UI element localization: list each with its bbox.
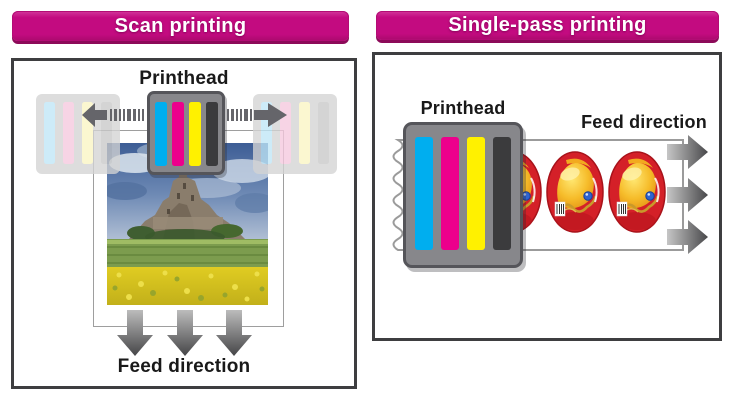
ink-bar-yellow — [467, 137, 485, 250]
ghost-ink-bar-black — [318, 102, 329, 164]
ghost-ink-bar-cyan — [44, 102, 55, 164]
scan-arrows-overlay — [82, 103, 287, 356]
printhead-ghost-right — [253, 94, 337, 174]
ink-bar-yellow — [188, 102, 201, 166]
printhead-scan — [147, 91, 225, 175]
feed-down-arrow-icon — [216, 310, 252, 356]
feed-direction-label: Feed direction — [117, 356, 251, 377]
feed-down-arrow-icon — [167, 310, 203, 356]
single-pass-printing-banner: Single-pass printing — [376, 11, 719, 40]
ghost-ink-bar-yellow — [82, 102, 93, 164]
ghost-ink-bar-black — [101, 102, 112, 164]
feed-right-arrow-icon — [667, 178, 708, 212]
ghost-ink-bar-cyan — [261, 102, 272, 164]
printhead-label: Printhead — [420, 98, 506, 118]
scan-arrow-left-icon — [82, 103, 107, 127]
ink-bar-black — [205, 102, 218, 166]
ghost-ink-bar-magenta — [63, 102, 74, 164]
printhead-label: Printhead — [139, 68, 229, 89]
scan-diagram-box: Printhead — [11, 58, 357, 389]
ink-bar-magenta — [441, 137, 459, 250]
ink-bar-magenta — [171, 102, 184, 166]
feed-right-arrow-icon — [667, 135, 708, 169]
scan-dash-trail-right-icon — [227, 109, 252, 121]
feed-direction-label: Feed direction — [581, 112, 707, 132]
single-pass-printing-title: Single-pass printing — [448, 14, 647, 36]
ink-bar-cyan — [154, 102, 167, 166]
scan-dash-trail-left-icon — [110, 109, 144, 121]
ghost-ink-bar-magenta — [280, 102, 291, 164]
ink-bar-cyan — [415, 137, 433, 250]
ghost-ink-bar-yellow — [299, 102, 310, 164]
scan-printing-title: Scan printing — [114, 14, 247, 37]
ink-bar-black — [493, 137, 511, 250]
feed-right-arrow-icon — [667, 220, 708, 254]
single-pass-diagram-box: Printhead Feed direction — [372, 52, 722, 341]
feed-arrows-overlay — [667, 135, 708, 254]
printhead-ghost-left — [36, 94, 120, 174]
printhead-single-pass — [403, 122, 523, 268]
feed-down-arrow-icon — [117, 310, 153, 356]
scan-printing-banner: Scan printing — [12, 11, 349, 41]
scan-arrow-right-icon — [254, 103, 287, 127]
